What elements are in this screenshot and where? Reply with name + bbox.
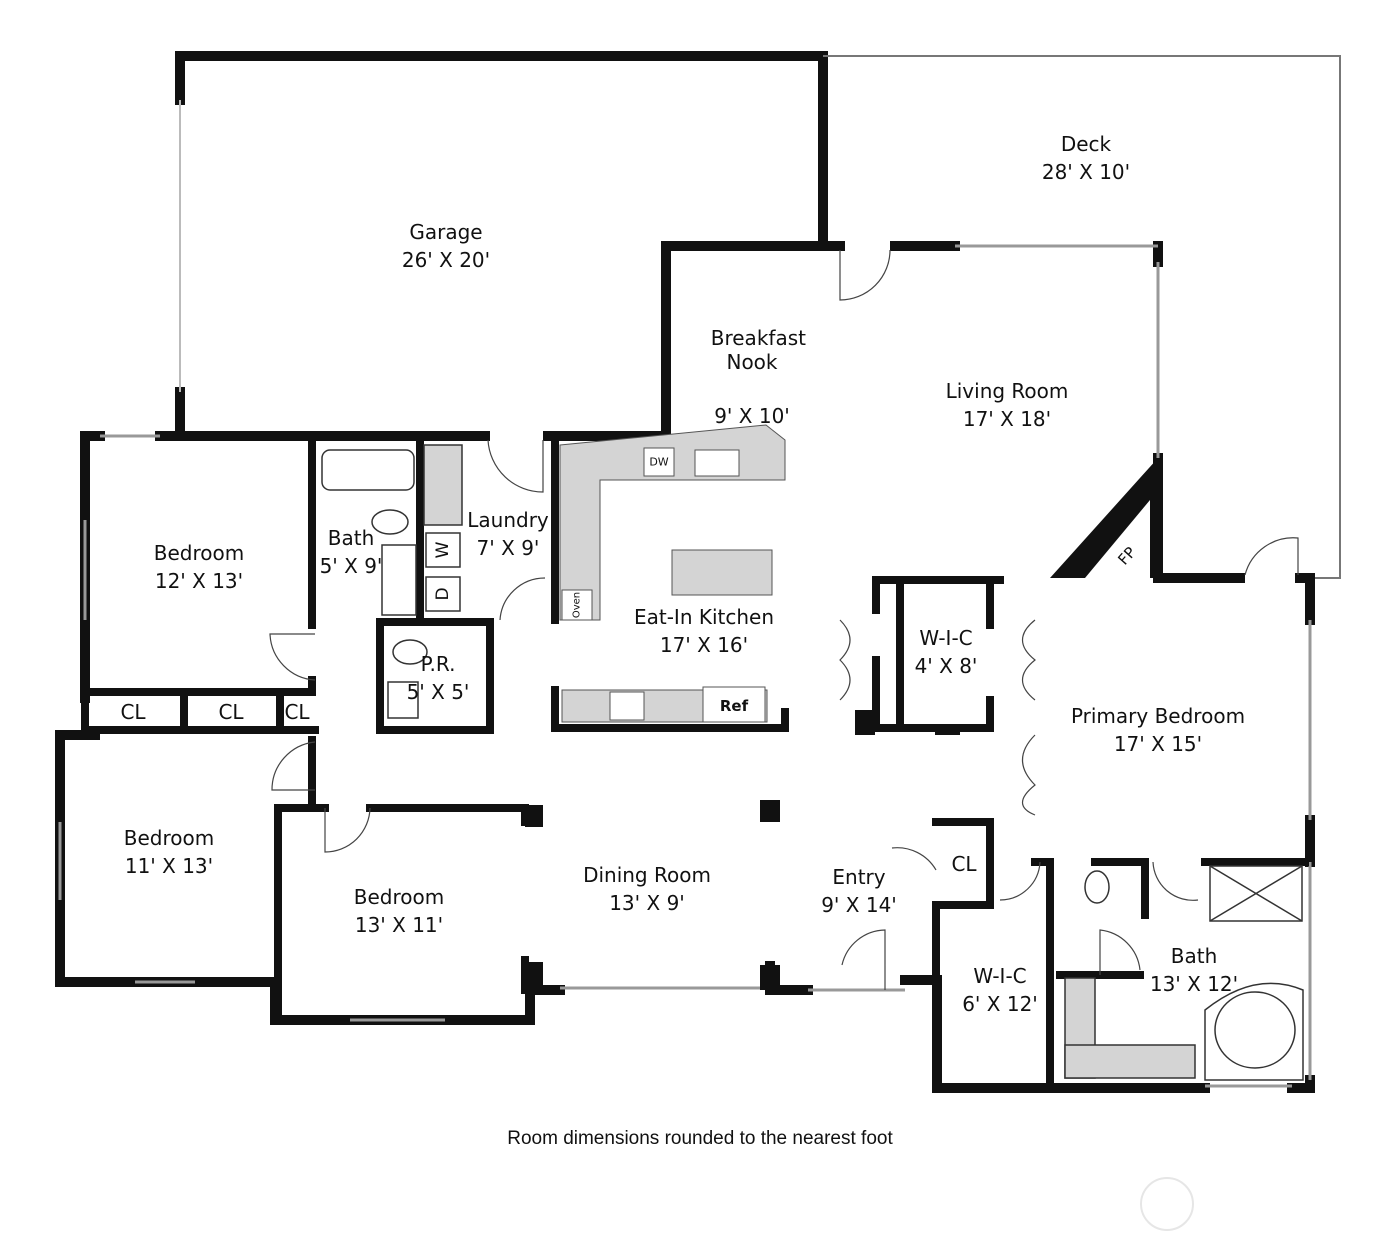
room-dims: 11' X 13' <box>124 854 214 878</box>
room-breakfast-nook: Breakfast Nook 9' X 10' <box>698 302 806 452</box>
room-name: Bath <box>327 526 375 550</box>
room-name: Bedroom <box>353 885 445 909</box>
room-name: Eat-In Kitchen <box>633 605 775 629</box>
room-dims: 7' X 9' <box>476 536 540 560</box>
deck-outline <box>823 55 1341 579</box>
room-primary-bath: Bath 13' X 12' <box>1150 942 1238 998</box>
room-name: W-I-C <box>919 626 973 650</box>
room-wic-primary: W-I-C 4' X 8' <box>915 624 978 680</box>
room-name: Breakfast Nook <box>710 326 806 374</box>
room-bath-hall: Bath 5' X 9' <box>320 524 383 580</box>
room-dining-room: Dining Room 13' X 9' <box>583 861 711 917</box>
oven-label: Oven <box>571 591 583 619</box>
room-dims: 9' X 14' <box>821 893 897 917</box>
bath-fixtures <box>321 444 1304 1081</box>
dryer-label: D <box>433 587 453 601</box>
room-name: Living Room <box>945 379 1069 403</box>
garage-walls <box>175 51 828 441</box>
room-bedroom-nw: Bedroom 12' X 13' <box>154 539 244 595</box>
room-name: W-I-C <box>973 964 1027 988</box>
room-dims: 26' X 20' <box>401 248 491 272</box>
room-bedroom-s: Bedroom 13' X 11' <box>354 883 444 939</box>
dishwasher-label: DW <box>649 455 669 469</box>
exterior-walls <box>55 241 1315 1093</box>
room-name: Laundry <box>467 508 549 532</box>
closet-label: CL <box>218 700 244 724</box>
room-name: Bath <box>1170 944 1218 968</box>
room-name: Deck <box>1060 132 1112 156</box>
door-swings <box>269 249 1299 990</box>
room-entry: Entry 9' X 14' <box>821 863 897 919</box>
room-dims: 17' X 18' <box>962 407 1052 431</box>
refrigerator-label: Ref <box>719 697 749 715</box>
room-name: P.R. <box>420 652 456 676</box>
room-wic-bath: W-I-C 6' X 12' <box>962 962 1038 1018</box>
room-name: Bedroom <box>123 826 215 850</box>
closet-label: CL <box>120 700 146 724</box>
room-dims: 9' X 10' <box>714 404 790 428</box>
washer-label: W <box>433 541 453 559</box>
room-name: Dining Room <box>583 863 711 887</box>
room-dims: 6' X 12' <box>962 992 1038 1016</box>
closet-label: CL <box>284 700 310 724</box>
room-name: Bedroom <box>153 541 245 565</box>
room-dims: 28' X 10' <box>1041 160 1131 184</box>
watermark-logo <box>1140 1177 1194 1231</box>
footer-note: Room dimensions rounded to the nearest f… <box>507 1128 893 1149</box>
room-dims: 13' X 12' <box>1149 972 1239 996</box>
room-dims: 13' X 9' <box>609 891 685 915</box>
room-primary-bedroom: Primary Bedroom 17' X 15' <box>1071 702 1245 758</box>
room-living-room: Living Room 17' X 18' <box>946 377 1069 433</box>
room-laundry: Laundry 7' X 9' <box>467 506 549 562</box>
closet-label: CL <box>951 852 977 876</box>
room-dims: 17' X 16' <box>659 633 749 657</box>
room-dims: 13' X 11' <box>354 913 444 937</box>
room-deck: Deck 28' X 10' <box>1042 130 1130 186</box>
room-dims: 5' X 9' <box>319 554 383 578</box>
room-name: Garage <box>409 220 483 244</box>
room-garage: Garage 26' X 20' <box>402 218 490 274</box>
wall-blocks <box>525 710 960 990</box>
fireplace-hearth <box>1085 500 1150 578</box>
room-powder-room: P.R. 5' X 5' <box>407 650 470 706</box>
windows <box>58 244 1312 1088</box>
kitchen-appliance-outlines <box>561 447 766 723</box>
room-dims: 5' X 5' <box>406 680 470 704</box>
room-name: Entry <box>832 865 886 889</box>
room-dims: 12' X 13' <box>154 569 244 593</box>
room-dims: 4' X 8' <box>914 654 978 678</box>
room-eat-in-kitchen: Eat-In Kitchen 17' X 16' <box>634 603 774 659</box>
room-dims: 17' X 15' <box>1113 732 1203 756</box>
room-name: Primary Bedroom <box>1070 704 1246 728</box>
room-bedroom-sw: Bedroom 11' X 13' <box>124 824 214 880</box>
